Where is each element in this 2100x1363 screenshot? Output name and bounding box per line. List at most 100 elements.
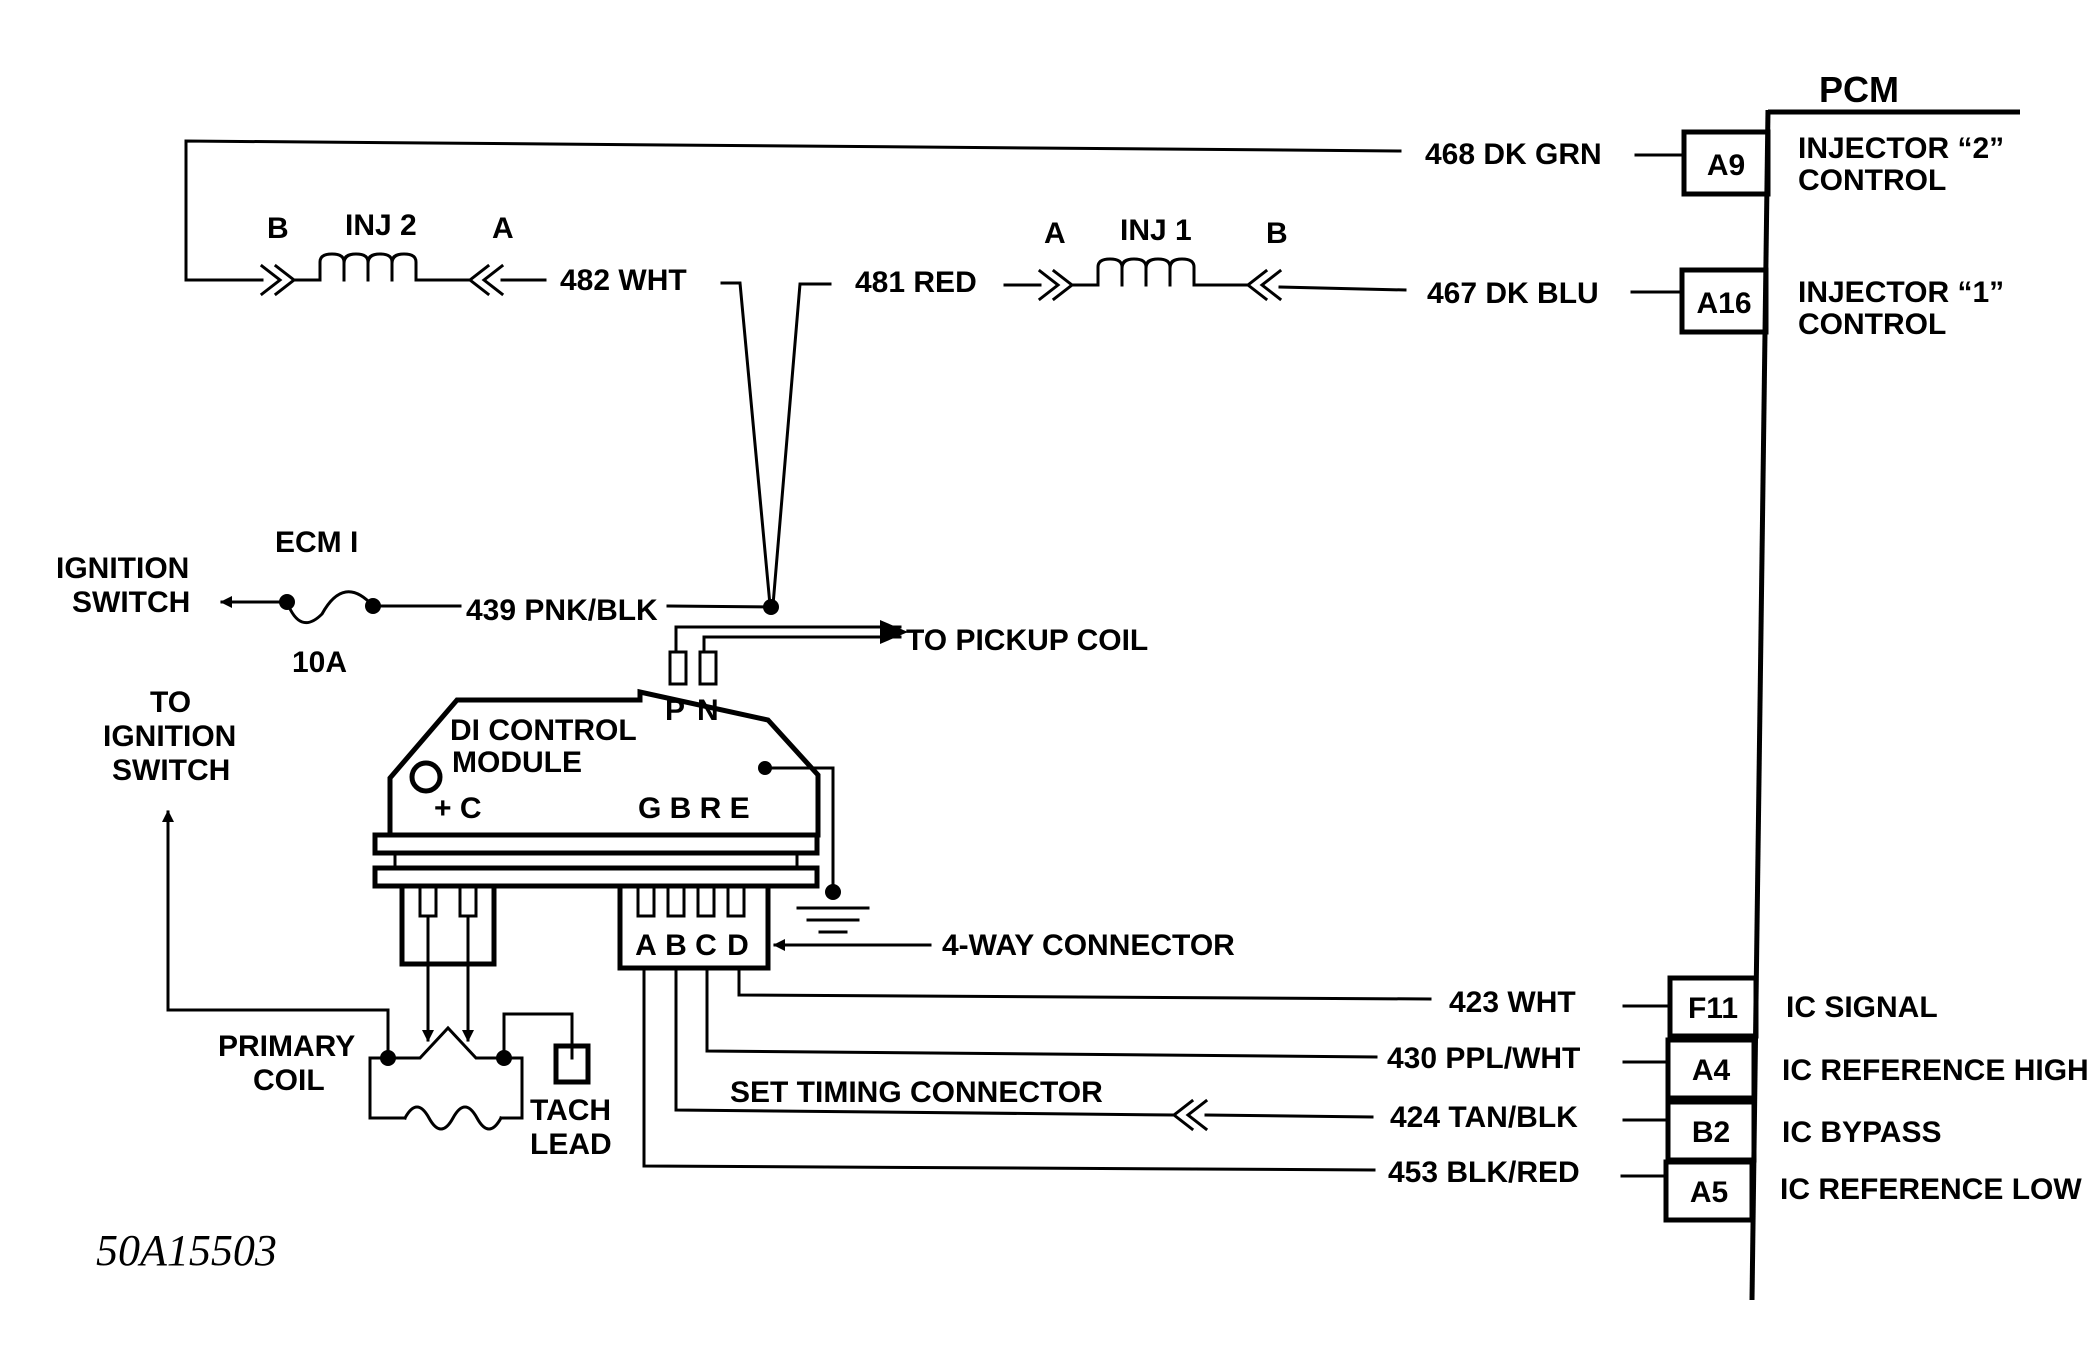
wire-423: 423 WHT — [737, 966, 1672, 1019]
pcm-pin-label: A5 — [1690, 1176, 1728, 1209]
wire-424: SET TIMING CONNECTOR 424 TAN/BLK — [674, 966, 1670, 1134]
wire-label: 424 TAN/BLK — [1390, 1101, 1578, 1134]
injector-2: B INJ 2 A — [259, 209, 547, 297]
module-heatsink — [372, 832, 820, 856]
pcm-function-label: IC REFERENCE HIGH — [1782, 1054, 2089, 1087]
wire-label: 430 PPL/WHT — [1387, 1042, 1580, 1075]
coil-connector — [399, 883, 497, 967]
wire-label: 467 DK BLU — [1427, 277, 1599, 310]
pcm-pin-a4: A4 — [1665, 1037, 1757, 1101]
connector-pin — [696, 884, 716, 918]
primary-coil-assembly: TO IGNITION SWITCH PRIMARY COIL TACH LEA… — [103, 686, 612, 1161]
to-ignition-label: TO — [150, 686, 191, 719]
wire-468: 468 DK GRN — [184, 138, 1686, 282]
connector-pin-label: D — [727, 929, 749, 962]
module-mount-hole — [409, 760, 443, 794]
fuse-rating: 10A — [292, 646, 347, 679]
coil-connector-pin — [418, 884, 438, 918]
to-ignition-label: IGNITION — [103, 720, 236, 753]
arrow-head — [880, 620, 908, 644]
pcm-pin-a9: A9 — [1681, 129, 1771, 197]
four-way-connector: A B C D 4-WAY CONNECTOR — [617, 883, 1235, 971]
pcm-pin-b2: B2 — [1665, 1099, 1757, 1163]
wire-label: 423 WHT — [1449, 986, 1576, 1019]
pcm-pin-box — [1663, 1159, 1755, 1223]
pcm-pin-label: A9 — [1707, 149, 1745, 182]
fuse-symbol — [285, 590, 376, 625]
connector-pin-label: B — [665, 929, 687, 962]
pcm-pin-a16: A16 — [1679, 267, 1769, 335]
coil-symbol — [1096, 257, 1196, 287]
injector-name: INJ 2 — [345, 209, 417, 242]
pcm-pin-label: A4 — [1692, 1054, 1731, 1087]
pcm-function-label: CONTROL — [1798, 164, 1946, 197]
wire-segment — [184, 139, 1402, 282]
connector-pin — [666, 884, 686, 918]
connector-symbol — [1037, 268, 1075, 302]
wire-label: 439 PNK/BLK — [466, 594, 658, 627]
pcm-pin-box — [1679, 267, 1769, 335]
connector-pin — [726, 884, 746, 918]
wire-segment — [674, 625, 902, 654]
set-timing-connector-label: SET TIMING CONNECTOR — [730, 1076, 1103, 1109]
figure-id: 50A15503 — [96, 1226, 277, 1275]
connector-symbol — [1245, 268, 1283, 302]
pcm-pin-a5: A5 — [1663, 1159, 1755, 1223]
pcm-function-label: IC REFERENCE LOW — [1780, 1173, 2082, 1206]
wire-467: 467 DK BLU — [1278, 277, 1684, 310]
pcm-pin-box — [1681, 129, 1771, 197]
pickup-coil-leads: TO PICKUP COIL — [668, 620, 1148, 686]
pcm-pin-box — [1665, 1037, 1757, 1101]
wire-segment — [1278, 285, 1407, 292]
module-label: DI CONTROL — [450, 714, 637, 747]
primary-coil-label: PRIMARY — [218, 1030, 355, 1063]
gbre-label: G B R E — [638, 792, 750, 825]
wire-segment — [642, 966, 1376, 1172]
four-way-connector-label: 4-WAY CONNECTOR — [942, 929, 1235, 962]
connector-pin-label: A — [635, 929, 657, 962]
connector-symbol — [467, 263, 505, 297]
wire-label: 481 RED — [855, 266, 977, 299]
pcm-pin-label: B2 — [1692, 1116, 1730, 1149]
wire-481: 481 RED — [771, 266, 977, 607]
connector-body — [617, 883, 771, 971]
wire-segment — [737, 966, 1432, 1001]
ground-node — [825, 884, 841, 900]
pcm-pin-label: A16 — [1696, 287, 1751, 320]
wire-430: 430 PPL/WHT — [705, 966, 1670, 1075]
injector-1: A INJ 1 B — [1003, 214, 1288, 302]
wire-segment — [674, 966, 1174, 1117]
coil-primary — [386, 1025, 506, 1060]
wire-segment — [705, 966, 1378, 1059]
pcm-function-label: INJECTOR “2” — [1798, 132, 2004, 165]
wire-label: 453 BLK/RED — [1388, 1156, 1580, 1189]
pcm-title: PCM — [1819, 69, 1899, 110]
injector-pin-label: A — [1044, 217, 1066, 250]
pcm-pin-label: F11 — [1688, 992, 1738, 1025]
injector-pin-label: B — [267, 212, 289, 245]
pcm-function-label: IC BYPASS — [1782, 1116, 1941, 1149]
wire-label: 482 WHT — [560, 264, 687, 297]
connector-symbol — [259, 263, 297, 297]
fuse-name: ECM I — [275, 526, 358, 559]
ground-wire — [763, 766, 835, 892]
wire-segment — [702, 635, 902, 654]
injector-pin-label: B — [1266, 217, 1288, 250]
pn-label-p: P — [665, 694, 685, 727]
tach-lead-label: LEAD — [530, 1128, 612, 1161]
coil-secondary — [499, 1056, 524, 1120]
ignition-switch-label: SWITCH — [72, 586, 190, 619]
module-label: MODULE — [452, 746, 582, 779]
module-heatsink — [372, 865, 820, 889]
wire-to-ignition-switch — [162, 810, 390, 1057]
coil-secondary — [368, 1056, 407, 1120]
coil-winding — [402, 1105, 504, 1131]
wire-segment — [666, 604, 773, 609]
injector-pin-label: A — [492, 212, 514, 245]
tach-terminal — [553, 1043, 591, 1085]
ignition-switch-label: IGNITION — [56, 552, 189, 585]
pcm-pin-f11: F11 — [1667, 975, 1759, 1039]
di-control-module: DI CONTROL MODULE P N + C G B R E — [372, 688, 870, 934]
